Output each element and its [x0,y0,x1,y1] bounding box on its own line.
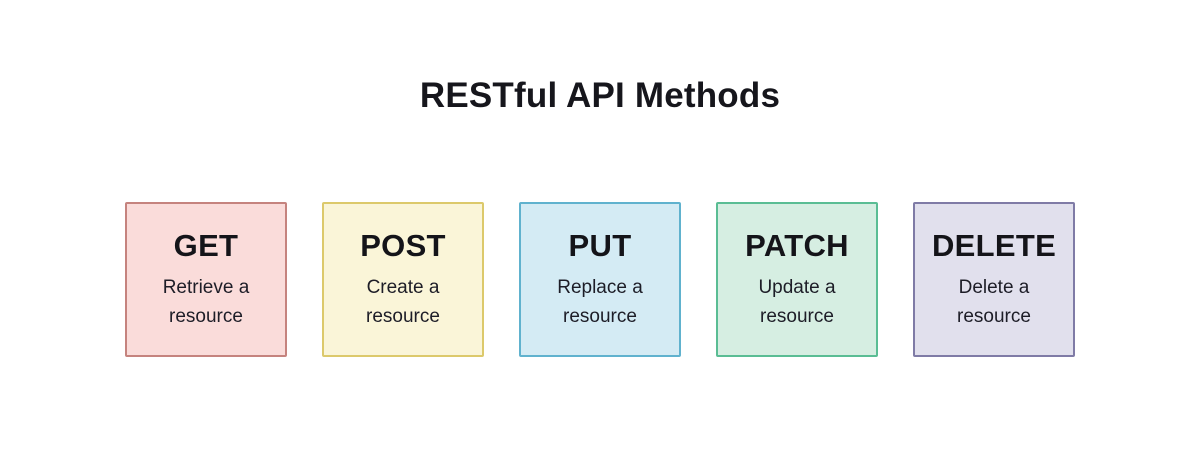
method-card-patch: PATCH Update a resource [716,202,878,357]
page-title: RESTful API Methods [419,76,781,115]
method-card-get: GET Retrieve a resource [125,202,287,357]
method-name: POST [360,227,446,263]
method-description: Create a resource [366,276,440,327]
method-description: Retrieve a resource [162,276,250,327]
method-cards-row: GET Retrieve a resource POST Create a re… [0,202,1200,357]
method-description: Update a resource [758,276,836,327]
method-card-delete: DELETE Delete a resource [913,202,1075,357]
method-card-put: PUT Replace a resource [519,202,681,357]
method-name: PUT [568,227,632,263]
method-description: Delete a resource [957,276,1031,327]
method-name: GET [173,227,239,263]
method-card-post: POST Create a resource [322,202,484,357]
method-description: Replace a resource [557,276,643,327]
method-name: PATCH [745,227,849,263]
method-name: DELETE [931,227,1057,263]
